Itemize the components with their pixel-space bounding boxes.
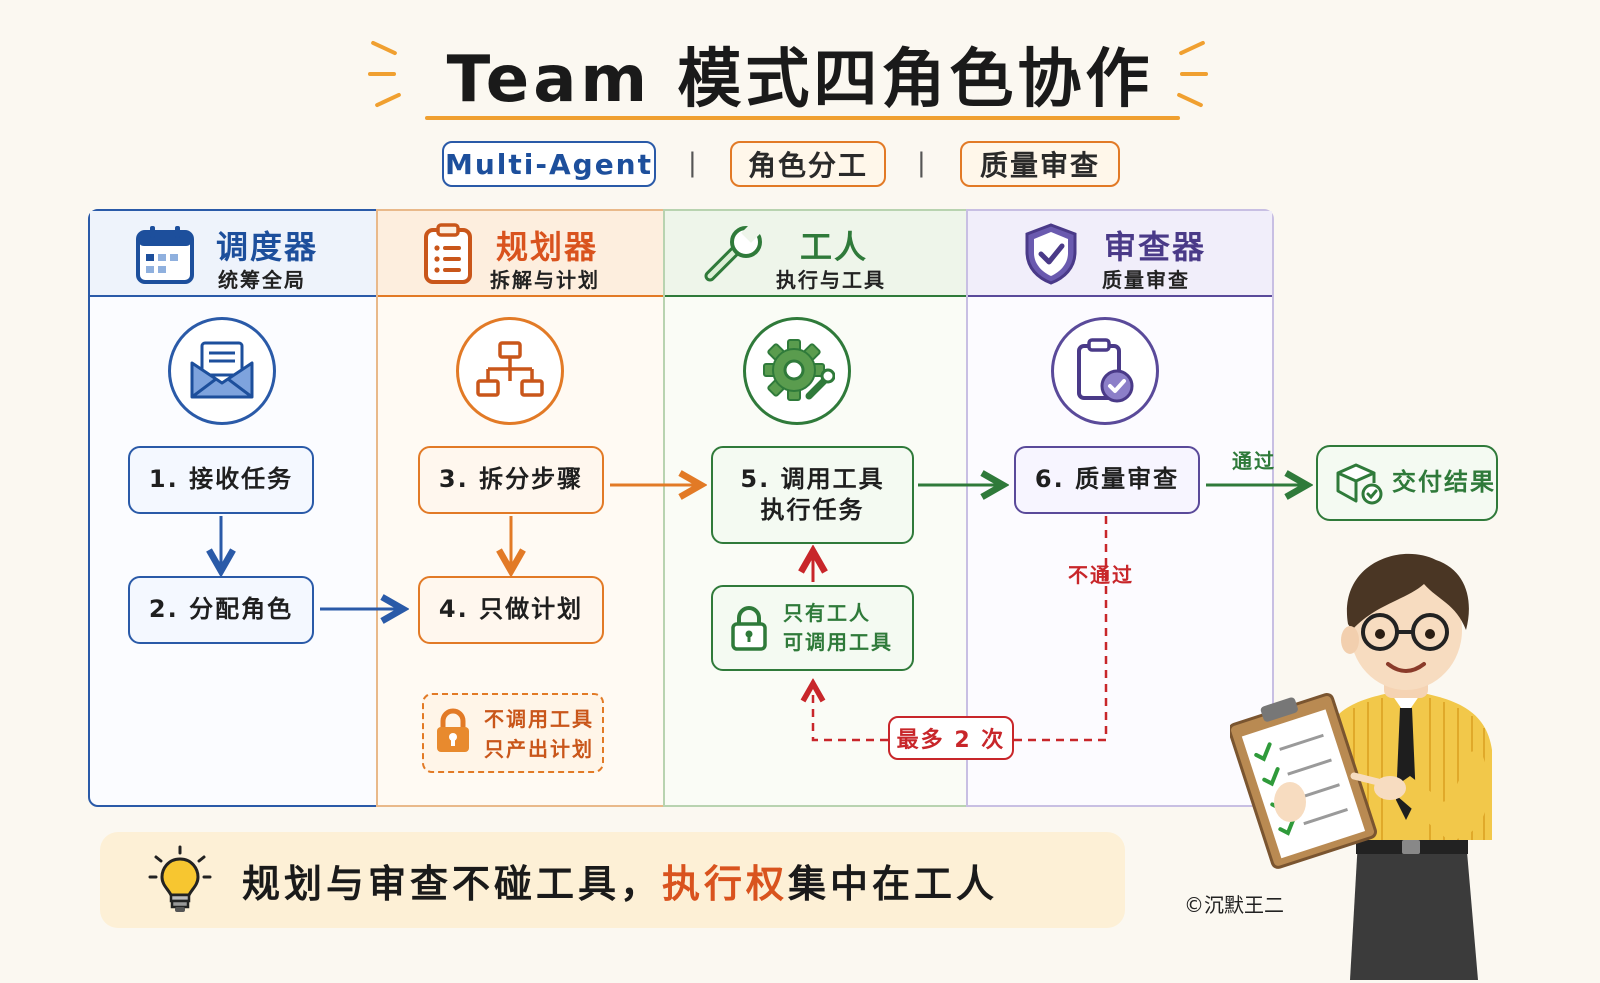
- wrench-icon: [704, 224, 762, 282]
- bottom-summary-bar: 规划与审查不碰工具，执行权集中在工人: [100, 832, 1125, 928]
- bottom-summary-text: 规划与审查不碰工具，执行权集中在工人: [242, 853, 998, 908]
- spark-decoration: [368, 72, 396, 76]
- step-quality-review: 6. 质量审查: [1014, 446, 1200, 514]
- clipboard-list-icon: [424, 223, 472, 284]
- lock-icon: [731, 606, 767, 651]
- retry-path-right: [1014, 516, 1108, 742]
- tag-separator: |: [917, 148, 926, 178]
- tag-multi-agent: Multi-Agent: [442, 141, 656, 187]
- column-title-reviewer: 审查器: [1104, 228, 1207, 266]
- hierarchy-icon: [456, 317, 564, 425]
- column-subtitle-planner: 拆解与计划: [490, 268, 600, 292]
- tag-quality-review: 质量审查: [960, 141, 1120, 187]
- page-title: Team 模式四角色协作: [446, 43, 1154, 117]
- retry-path-left: [813, 686, 888, 742]
- deliver-result-label: 交付结果: [1392, 468, 1496, 497]
- column-subtitle-reviewer: 质量审查: [1102, 268, 1190, 292]
- step-assign-roles: 2. 分配角色: [128, 576, 314, 644]
- worker-tool-note-text: 只有工人 可调用工具: [783, 599, 893, 657]
- bottom-text-before: 规划与审查不碰工具，: [242, 861, 663, 906]
- clipboard-check-icon: [1051, 317, 1159, 425]
- lightbulb-icon: [148, 845, 212, 912]
- step-split-steps: 3. 拆分步骤: [418, 446, 604, 514]
- bottom-text-after: 集中在工人: [788, 861, 999, 906]
- shield-check-icon: [1025, 223, 1077, 285]
- column-header-reviewer: [968, 211, 1272, 297]
- retry-limit-pill: 最多 2 次: [888, 716, 1014, 760]
- worker-lock-line2: 可调用工具: [783, 630, 893, 654]
- tag-separator: |: [688, 148, 697, 178]
- spark-decoration: [1180, 72, 1208, 76]
- step-call-tools-line2: 执行任务: [760, 496, 865, 524]
- step-call-tools: 5. 调用工具 执行任务: [711, 446, 914, 544]
- calendar-icon: [136, 226, 194, 284]
- step-plan-only: 4. 只做计划: [418, 576, 604, 644]
- pass-label: 通过: [1232, 449, 1276, 473]
- column-subtitle-worker: 执行与工具: [776, 268, 886, 292]
- deliver-result-box: 交付结果: [1316, 445, 1498, 521]
- title-underline: [425, 116, 1180, 120]
- gear-wrench-icon: [743, 317, 851, 425]
- fail-label: 不通过: [1068, 563, 1134, 587]
- column-subtitle-dispatcher: 统筹全局: [218, 268, 306, 292]
- author-credit: ©沉默王二: [1184, 893, 1284, 917]
- bottom-text-highlight: 执行权: [662, 861, 789, 906]
- planner-lock-line2: 只产出计划: [484, 737, 594, 761]
- planner-lock-line1: 不调用工具: [484, 707, 594, 731]
- column-title-dispatcher: 调度器: [216, 228, 319, 266]
- worker-tool-note: 只有工人 可调用工具: [711, 585, 914, 671]
- envelope-icon: [168, 317, 276, 425]
- package-check-icon: [1336, 463, 1383, 505]
- worker-lock-line1: 只有工人: [783, 601, 871, 625]
- step-receive-task: 1. 接收任务: [128, 446, 314, 514]
- column-title-worker: 工人: [800, 228, 869, 266]
- column-title-planner: 规划器: [496, 228, 599, 266]
- column-header-worker: [665, 211, 966, 297]
- tag-role-division: 角色分工: [730, 141, 886, 187]
- person-illustration: [1230, 553, 1492, 980]
- lock-icon: [437, 708, 469, 752]
- step-call-tools-line1: 5. 调用工具: [740, 464, 885, 493]
